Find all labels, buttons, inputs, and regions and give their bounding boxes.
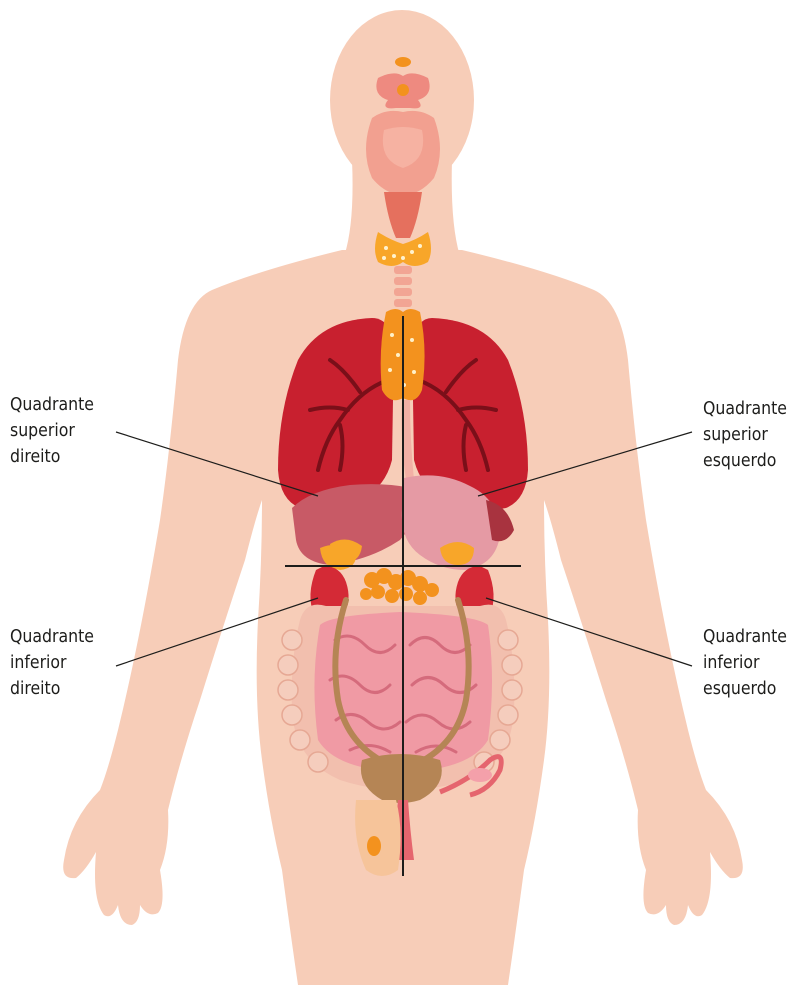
label-line: superior [703,422,787,448]
label-line: inferior [10,650,94,676]
label-lower-right-quadrant: Quadrante inferior direito [10,624,94,702]
label-upper-left-quadrant: Quadrante superior esquerdo [703,396,787,474]
label-line: esquerdo [703,448,787,474]
pineal-gland [395,57,411,67]
label-line: direito [10,444,94,470]
label-upper-right-quadrant: Quadrante superior direito [10,392,94,470]
label-line: esquerdo [703,676,787,702]
pituitary-gland [397,84,409,96]
label-line: inferior [703,650,787,676]
label-line: Quadrante [703,624,787,650]
label-lower-left-quadrant: Quadrante inferior esquerdo [703,624,787,702]
testis [367,836,381,856]
label-line: Quadrante [10,392,94,418]
label-line: superior [10,418,94,444]
label-line: Quadrante [10,624,94,650]
ovary [468,768,492,782]
label-line: Quadrante [703,396,787,422]
label-line: direito [10,676,94,702]
